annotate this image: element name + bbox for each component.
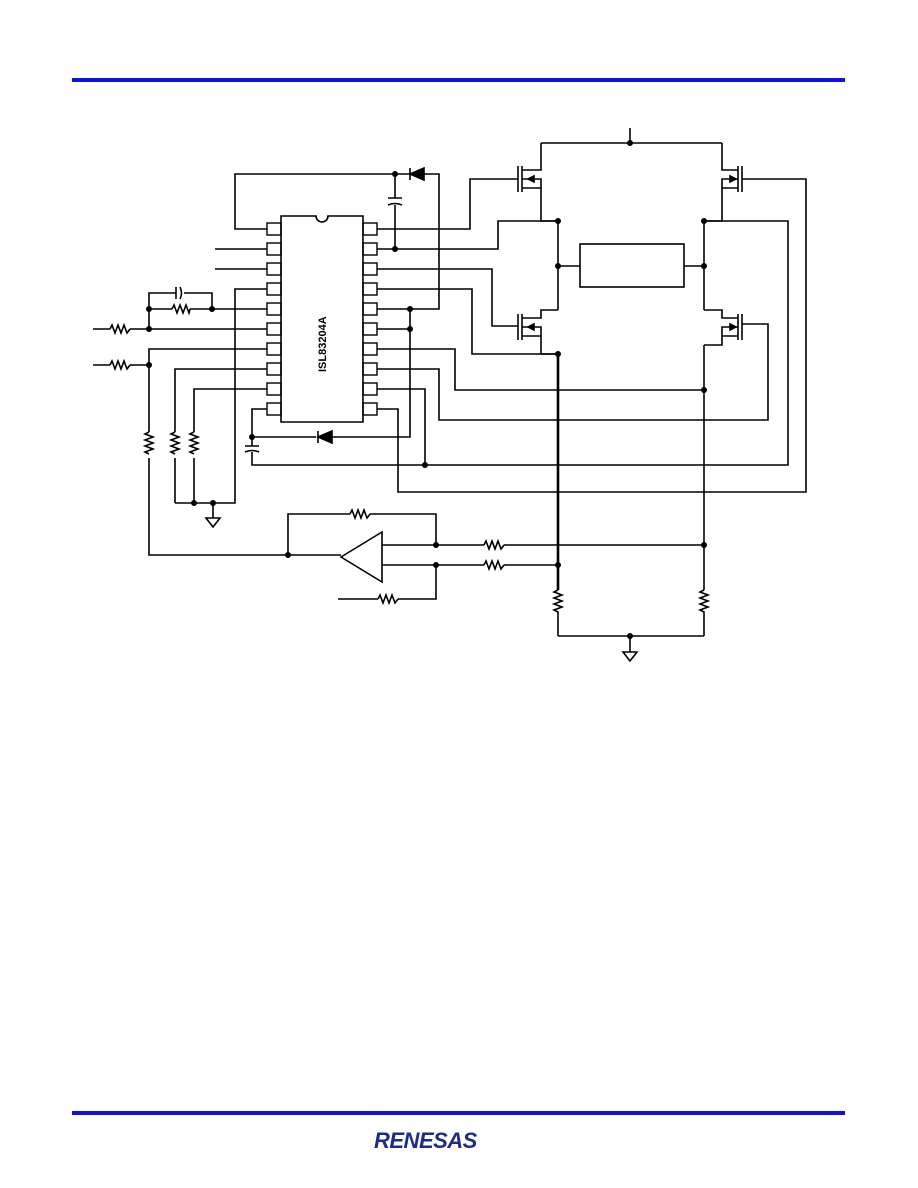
header-rule — [72, 78, 845, 82]
diode-top — [407, 166, 425, 182]
footer-rule — [72, 1111, 845, 1115]
capacitors-left — [175, 286, 260, 453]
diode-bottom — [315, 429, 333, 445]
ic-part-number: ISL83204A — [317, 316, 329, 372]
junction-dots — [146, 140, 707, 639]
ic-package: ISL83204A — [280, 215, 364, 423]
resistors-left — [109, 302, 201, 455]
capacitor-bootstrap — [387, 197, 403, 206]
renesas-logo-icon: RENESAS — [374, 1128, 478, 1153]
logo-text: RENESAS — [374, 1128, 478, 1153]
h-bridge — [517, 128, 743, 663]
ground-symbol-left — [204, 517, 222, 529]
left-wiring — [93, 173, 425, 556]
op-amp — [287, 507, 704, 606]
circuit-schematic: ISL83204A — [93, 128, 807, 663]
right-wiring — [332, 173, 807, 493]
